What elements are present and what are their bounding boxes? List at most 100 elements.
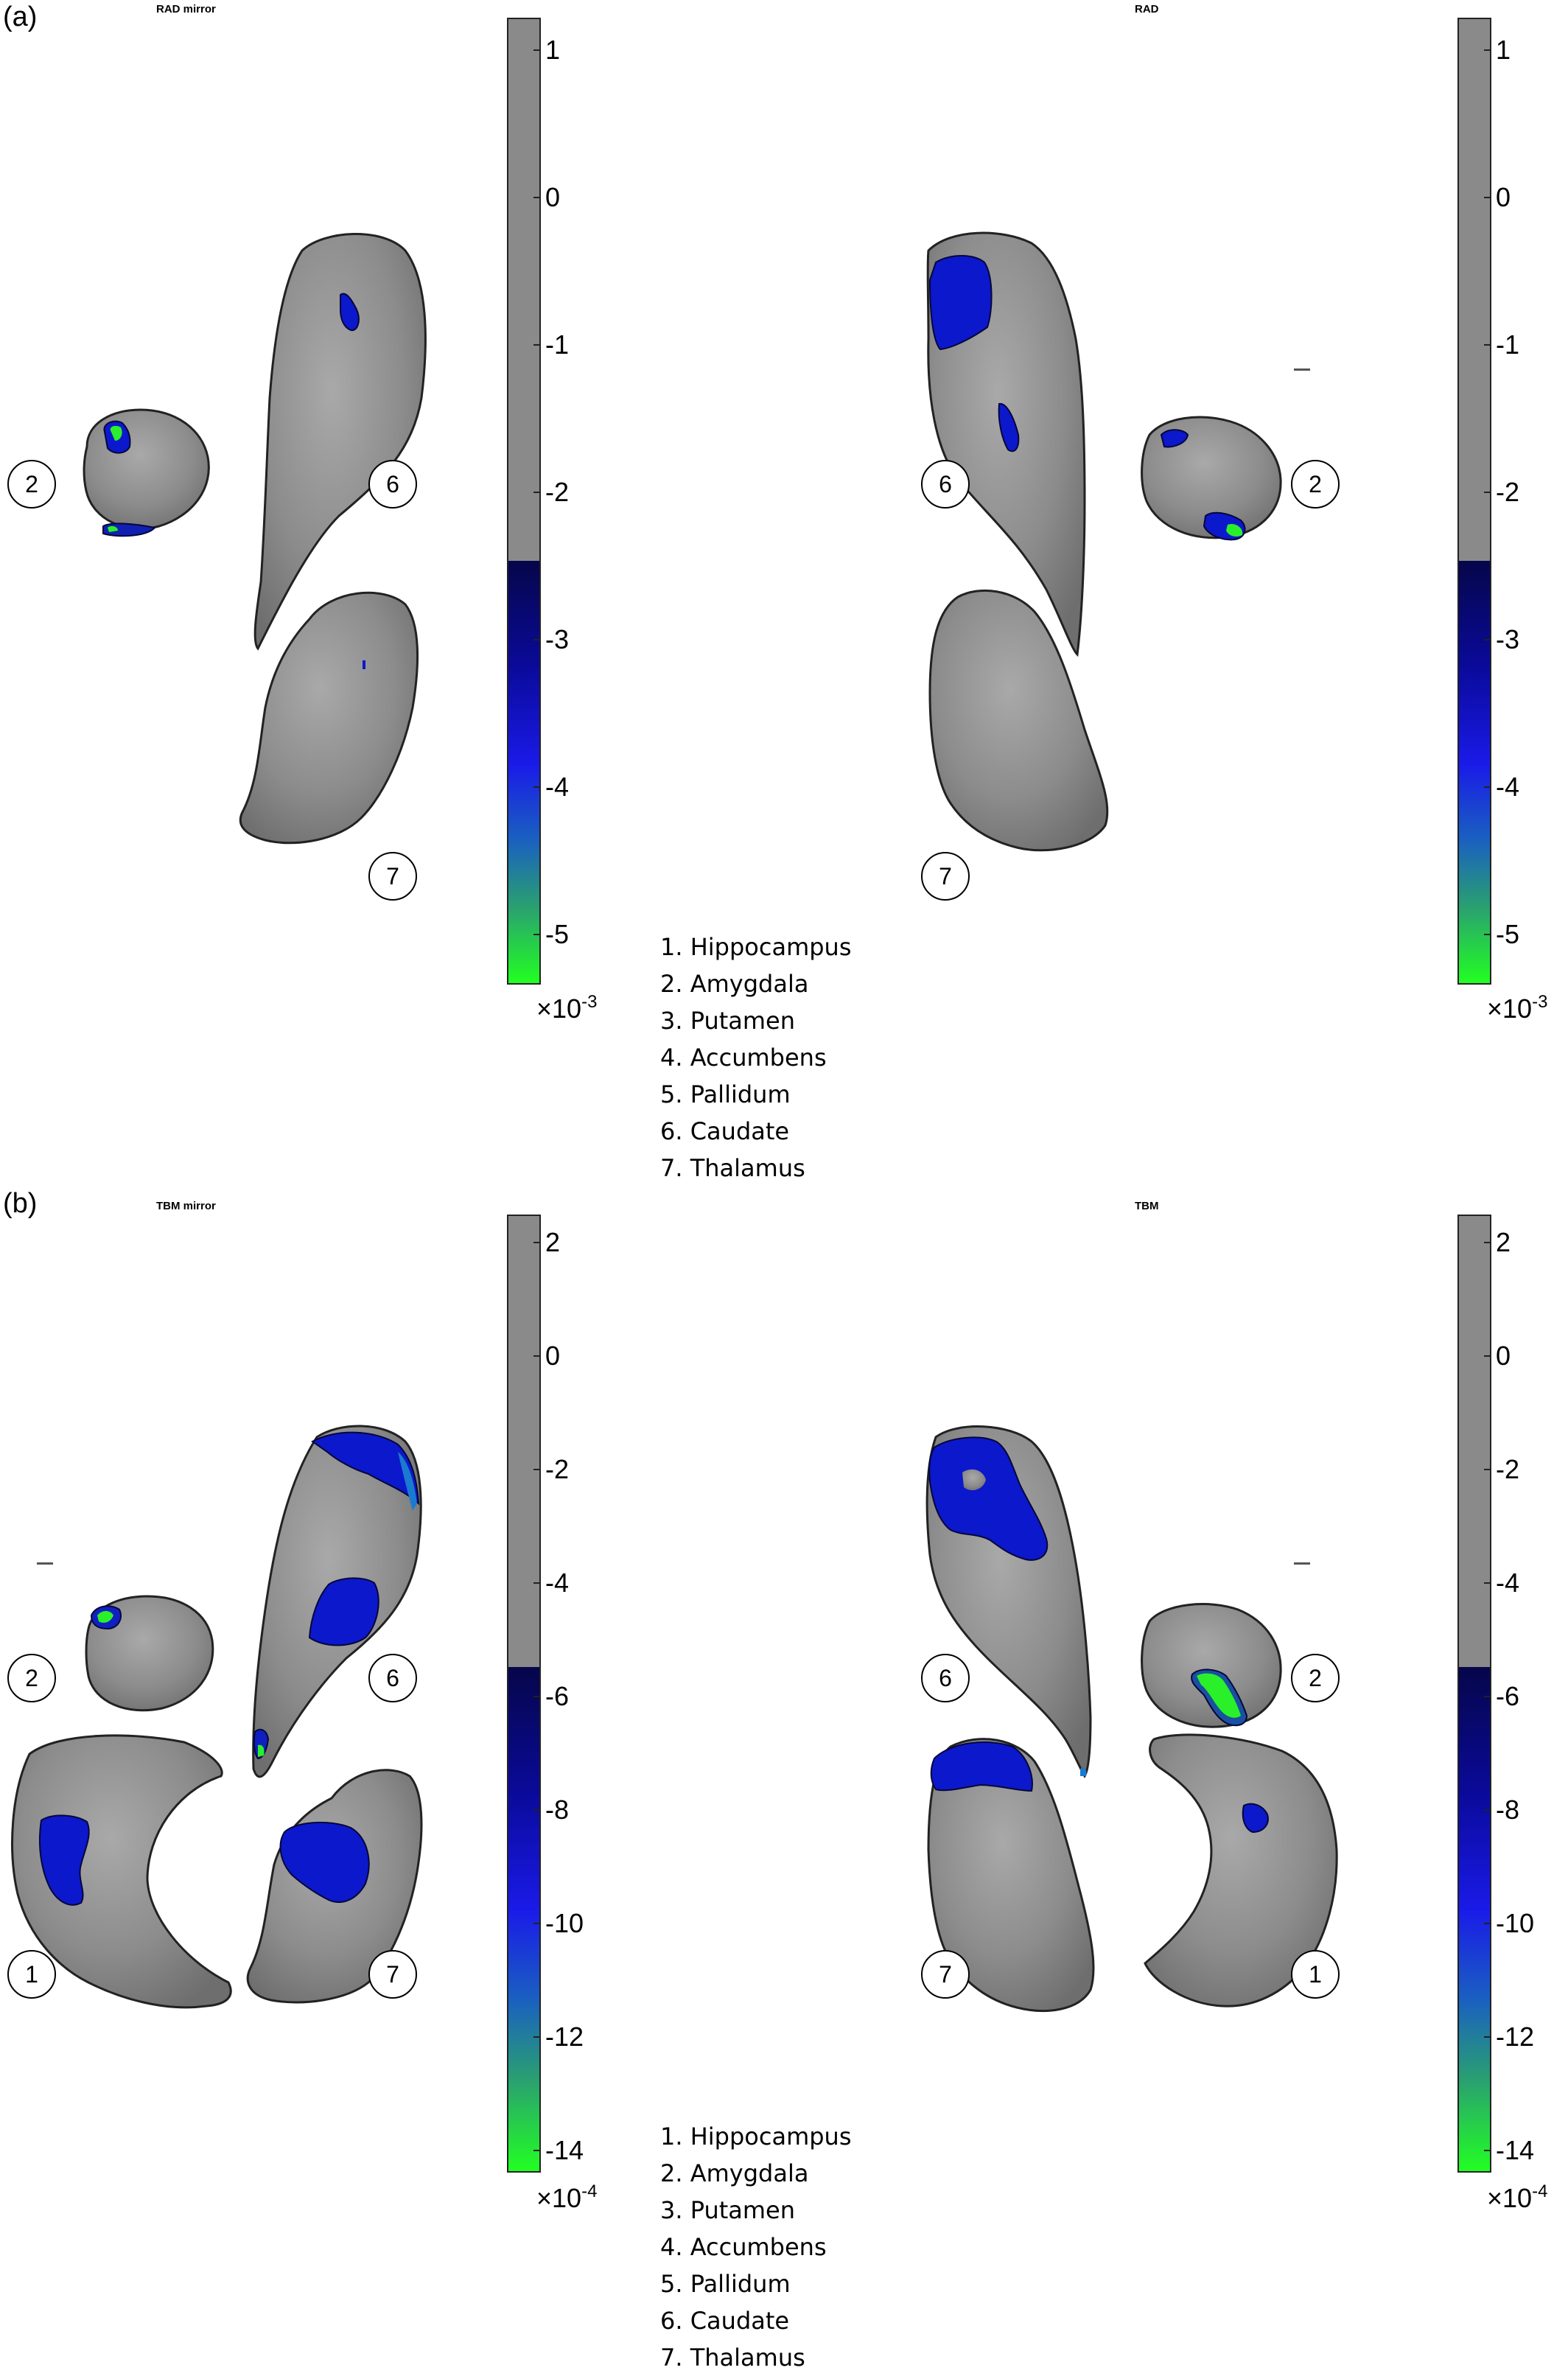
colorbar-right (1457, 18, 1491, 985)
colorbar-tick-label: -2 (1496, 477, 1520, 507)
colorbar-tick-mark (1484, 49, 1491, 51)
amygdala-left-surface (85, 1595, 214, 1712)
structure-label: 7 (368, 852, 417, 901)
structure-label: 2 (7, 460, 56, 509)
colorbar-tick-mark (533, 1696, 541, 1697)
left-view-title: RAD mirror (156, 3, 216, 15)
colorbar-tick-mark (1484, 786, 1491, 788)
colorbar-tick-label: -3 (545, 624, 570, 654)
structure-legend: 1. Hippocampus 2. Amygdala 3. Putamen 4.… (660, 2118, 852, 2376)
colorbar-gradient (1459, 561, 1490, 983)
colorbar-tick-label: -8 (545, 1795, 570, 1825)
panel-letter: (b) (3, 1188, 38, 1219)
structure-label: 2 (1291, 1654, 1340, 1702)
amygdala-right-surface (1141, 1603, 1282, 1728)
colorbar-neutral-segment (508, 1216, 539, 1667)
colorbar-gradient (1459, 1667, 1490, 2171)
colorbar-tick-label: -3 (1496, 624, 1520, 654)
colorbar-tick-label: -14 (1496, 2135, 1535, 2165)
colorbar-tick-label: -10 (1496, 1908, 1535, 1938)
structure-label: 7 (921, 1950, 970, 1999)
colorbar-scale-factor: ×10-3 (536, 992, 598, 1024)
dash-mark (1294, 1562, 1310, 1565)
colorbar-tick-label: -6 (545, 1681, 570, 1711)
colorbar-tick-label: -4 (545, 772, 570, 802)
hippocampus-right-surface (1144, 1733, 1338, 2008)
caudate-left-surface (253, 233, 427, 651)
right-view-title: RAD (1135, 3, 1159, 15)
colorbar-left (507, 18, 541, 985)
colorbar-tick-mark (533, 2150, 541, 2151)
colorbar-tick-label: -2 (545, 477, 570, 507)
colorbar-tick-label: -1 (1496, 329, 1520, 360)
colorbar-tick-mark (533, 1582, 541, 1584)
legend-item: 7. Thalamus (660, 1154, 805, 1182)
left-view-title: TBM mirror (156, 1200, 216, 1212)
colorbar-scale-factor: ×10-4 (1487, 2181, 1548, 2213)
amygdala-right-surface (1141, 416, 1282, 541)
colorbar-tick-mark (533, 344, 541, 346)
legend-item: 7. Thalamus (660, 2344, 805, 2372)
colorbar-tick-label: -4 (545, 1568, 570, 1598)
brain-structures-b (11, 1425, 1338, 2012)
colorbar-tick-mark (1484, 1469, 1491, 1470)
colorbar-tick-mark (1484, 1355, 1491, 1357)
colorbar-tick-label: -12 (1496, 2022, 1535, 2052)
colorbar-tick-mark (533, 2036, 541, 2038)
structure-label: 1 (7, 1950, 56, 1999)
legend-item: 6. Caudate (660, 1117, 790, 1145)
thalamus-right-surface (927, 1738, 1095, 2012)
legend-item: 1. Hippocampus (660, 933, 852, 961)
colorbar-tick-mark (533, 197, 541, 198)
colorbar-tick-label: 0 (1496, 182, 1511, 212)
colorbar-tick-label: -2 (1496, 1454, 1520, 1484)
colorbar-neutral-segment (508, 19, 539, 561)
colorbar-tick-mark (1484, 934, 1491, 935)
thalamus-right-surface (928, 589, 1109, 852)
colorbar-tick-mark (533, 934, 541, 935)
colorbar-tick-mark (533, 492, 541, 493)
structure-label: 6 (368, 460, 417, 509)
colorbar-gradient (508, 561, 539, 983)
colorbar-scale-factor: ×10-4 (536, 2181, 598, 2213)
colorbar-tick-label: 2 (1496, 1227, 1511, 1257)
colorbar-tick-label: 0 (545, 1341, 561, 1371)
colorbar-scale-factor: ×10-3 (1487, 992, 1548, 1024)
legend-item: 5. Pallidum (660, 2270, 791, 2298)
caudate-right-surface (926, 231, 1086, 657)
colorbar-tick-mark (1484, 344, 1491, 346)
hippocampus-left-surface (11, 1734, 232, 2009)
panel-b: (b) TBM mirror TBM (0, 1187, 1568, 2373)
colorbar-tick-mark (1484, 197, 1491, 198)
colorbar-tick-mark (1484, 1923, 1491, 1924)
structure-label: 7 (921, 852, 970, 901)
colorbar-tick-label: -6 (1496, 1681, 1520, 1711)
colorbar-tick-mark (533, 786, 541, 788)
legend-item: 3. Putamen (660, 2196, 796, 2224)
legend-item: 1. Hippocampus (660, 2122, 852, 2150)
colorbar-tick-mark (1484, 2150, 1491, 2151)
colorbar-neutral-segment (1459, 19, 1490, 561)
panel-a: (a) RAD mirror RAD (0, 0, 1568, 1187)
colorbar-tick-mark (533, 1355, 541, 1357)
colorbar-tick-mark (533, 639, 541, 640)
colorbar-tick-label: -8 (1496, 1795, 1520, 1825)
colorbar-tick-mark (533, 1923, 541, 1924)
colorbar-tick-mark (1484, 1809, 1491, 1811)
legend-item: 4. Accumbens (660, 1044, 827, 1072)
colorbar-tick-label: 0 (545, 182, 561, 212)
colorbar-tick-mark (1484, 1582, 1491, 1584)
legend-item: 5. Pallidum (660, 1080, 791, 1108)
colorbar-tick-label: 0 (1496, 1341, 1511, 1371)
legend-item: 4. Accumbens (660, 2233, 827, 2261)
colorbar-tick-label: -4 (1496, 1568, 1520, 1598)
panel-letter: (a) (3, 1, 38, 32)
colorbar-tick-mark (533, 1242, 541, 1243)
legend-item: 2. Amygdala (660, 2159, 809, 2187)
colorbar-tick-label: -10 (545, 1908, 584, 1938)
colorbar-right (1457, 1215, 1491, 2173)
colorbar-tick-label: -4 (1496, 772, 1520, 802)
colorbar-tick-label: 2 (545, 1227, 561, 1257)
amygdala-left-surface (83, 408, 210, 537)
legend-item: 6. Caudate (660, 2307, 790, 2335)
